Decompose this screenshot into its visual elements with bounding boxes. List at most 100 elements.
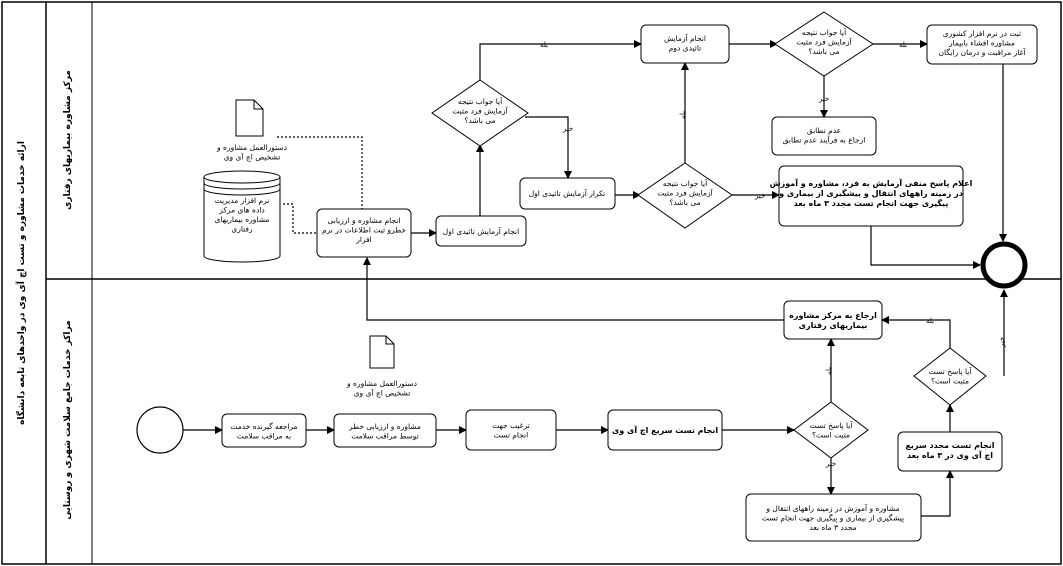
task-second-confirm-line: انجام آزمایش <box>664 33 706 43</box>
task-encourage-test-line: ترغیب جهت <box>492 421 530 430</box>
flow-gw2-yes-to-refer <box>881 316 951 348</box>
assoc-db-to-counsel <box>283 203 317 234</box>
gw-retest-positive-line: آیا پاسخ تست <box>929 366 973 376</box>
label-no-retest: خیر <box>998 337 1006 348</box>
task-first-confirm-line: انجام آزمایش تائیدی اول <box>443 226 519 236</box>
lane-title-counseling-center: مرکز مشاوره بیماریهای رفتاری <box>63 70 73 210</box>
db-software-line: نرم افزار مدیریت <box>215 196 270 205</box>
label-yes-retest: بله <box>926 317 934 325</box>
label-no-gw3: خیر <box>818 95 829 103</box>
task-retest-line: انجام تست مجدد سریع <box>905 441 994 450</box>
task-counsel-center-line: افزار <box>355 235 372 244</box>
task-register-national-line: آغاز مراقبت و درمان رایگان <box>938 47 1026 57</box>
gw-first-confirm-line: می باشد؟ <box>464 116 495 125</box>
task-inform-negative-line: پیگیری جهت انجام تست مجدد ۳ ماه بعد <box>794 198 949 208</box>
gw-first-confirm-line: آیا جواب نتیجه <box>458 96 503 106</box>
end-event <box>980 241 1028 289</box>
task-counsel-no-line: مشاوره و آموزش در زمینه راههای انتقال و <box>765 503 899 513</box>
svg-text:تکرار آزمایش تائیدی اول: تکرار آزمایش تائیدی اول <box>529 188 606 198</box>
task-inform-negative-line: در زمینه راههای انتقال و پیشگیری از بیما… <box>778 188 963 198</box>
label-no-test: خیر <box>825 460 836 468</box>
task-mismatch-line: ارجاع به فرآیند عدم تطابق <box>783 135 866 145</box>
task-refer-center-line: ارجاع به مرکز مشاوره <box>789 311 877 320</box>
task-counsel-no-line: پیشگیری از بیماری و پیگیری جهت انجام تست <box>762 514 904 523</box>
doc-guideline-center-line: تشخیص اچ آی وی <box>224 152 281 162</box>
task-refer-center-line: بیماریهای رفتاری <box>799 321 868 330</box>
gw-second-confirm-line: آزمایش فرد مثبت <box>796 37 852 47</box>
flow-gw1-yes-to-second <box>479 40 642 88</box>
gw-positive-answer-line: آیا پاسخ تست <box>810 420 854 430</box>
start-event <box>136 406 184 454</box>
task-rapid-hiv-test: انجام تست سریع اچ آی وی <box>607 409 723 451</box>
flow-counsel-to-retest <box>921 470 954 517</box>
task-refer-client-line: مراجعه گیرنده خدمت <box>230 422 297 431</box>
gw-repeat-confirm-line: می باشد؟ <box>669 198 700 207</box>
label-yes-test: بله <box>825 367 833 375</box>
task-rapid-test-line: انجام تست سریع اچ آی وی <box>612 425 718 435</box>
task-repeat-confirm-line: تکرار آزمایش تائیدی اول <box>529 188 606 198</box>
task-mismatch-line: عدم تطابق <box>807 126 841 135</box>
svg-text:انجام تست سریع اچ آی وی: انجام تست سریع اچ آی وی <box>612 425 718 435</box>
edge-labels: بله خیر بله خیر بله خیر بله خیر بله خیر <box>540 41 1006 468</box>
task-register-national-line: مشاوره افشاء بابیمار <box>948 39 1015 48</box>
task-register-national-line: ثبت در نرم افزار کشوری <box>943 29 1021 38</box>
gw-repeat-confirm-line: آزمایش فرد مثبت <box>657 188 713 198</box>
gw-second-confirm-line: آیا جواب نتیجه <box>802 27 847 37</box>
gw-second-confirm-line: می باشد؟ <box>808 47 839 56</box>
doc-guideline-health-line: تشخیص اچ آی وی <box>354 388 411 398</box>
task-counsel-center-line: خطرو ثبت اطلاعات در نرم <box>322 226 406 235</box>
label-yes-gw1: بله <box>540 41 548 49</box>
gw-first-confirm-line: آزمایش فرد مثبت <box>452 106 508 116</box>
svg-text:انجام آزمایش تائیدی اول: انجام آزمایش تائیدی اول <box>443 226 519 236</box>
gw-repeat-confirm-line: آیا جواب نتیجه <box>663 178 708 188</box>
gw-positive-answer-line: مثبت است؟ <box>812 431 850 440</box>
doc-guideline-center-line: دستورالعمل مشاوره و <box>216 143 287 152</box>
db-software-line: داده های مرکز <box>218 206 264 215</box>
sequence-flows <box>183 40 1008 517</box>
task-repeat-first-test: تکرار آزمایش تائیدی اول <box>519 177 616 210</box>
gw-retest-positive-line: مثبت است؟ <box>931 377 969 386</box>
assoc-doc-to-counsel <box>277 136 363 209</box>
task-risk-assessment-line: توسط مراقب سلامت <box>351 432 418 441</box>
svg-text:مشاوره و آموزش در زمینه راههای: مشاوره و آموزش در زمینه راههای انتقال وپ… <box>762 503 904 532</box>
task-counsel-center-line: انجام مشاوره و ارزیابی <box>328 216 401 225</box>
db-software-line: مشاوره بیماریهای <box>215 215 270 224</box>
label-no-gw2: خیر <box>754 192 765 200</box>
task-refer-client-line: به مراقب سلامت <box>237 432 291 441</box>
label-no-gw1: خیر <box>562 125 573 133</box>
task-inform-negative-line: اعلام پاسخ منفی آزمایش به فرد، مشاوره و … <box>770 178 973 189</box>
task-second-confirm-line: تائیدی دوم <box>669 44 702 53</box>
task-inform-negative: اعلام پاسخ منفی آزمایش به فرد، مشاوره و … <box>770 165 973 227</box>
pool-title: ارائه خدمات مشاوره و تست اچ آی وی در واح… <box>15 141 27 425</box>
